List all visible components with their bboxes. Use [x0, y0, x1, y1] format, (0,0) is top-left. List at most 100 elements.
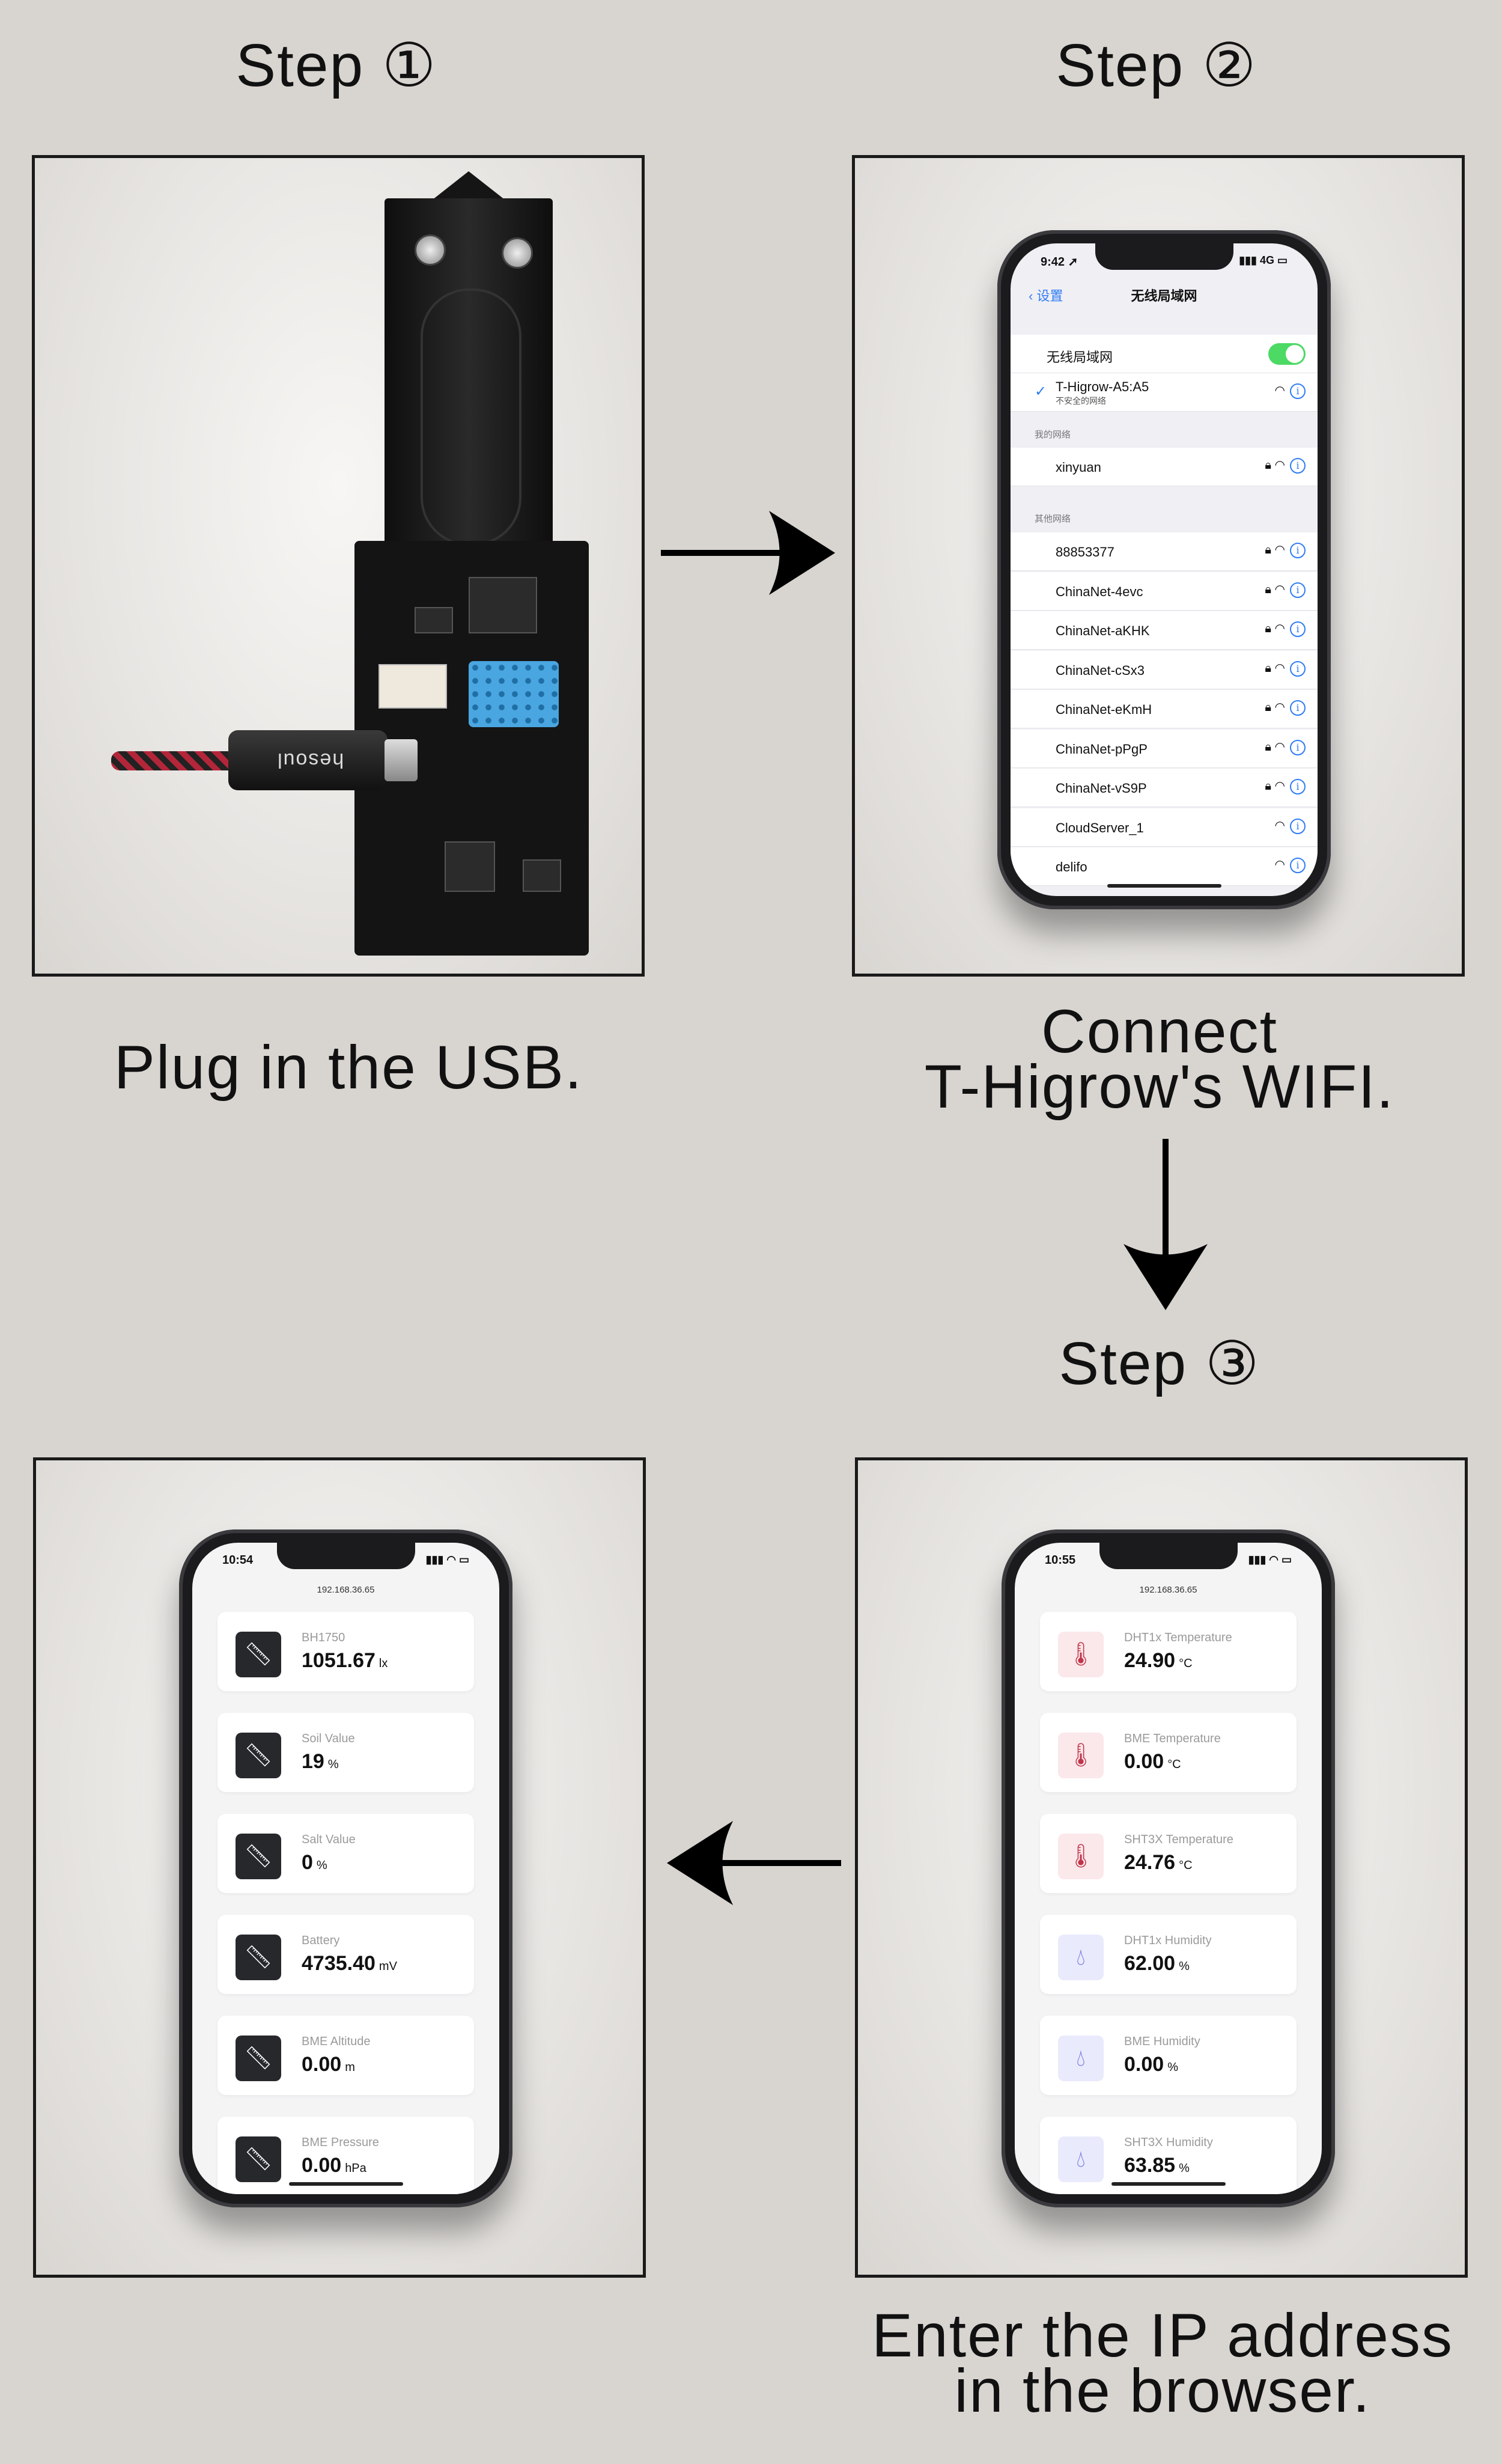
- sensor-label: BME Altitude: [302, 2035, 371, 2048]
- address-bar[interactable]: 192.168.36.65: [1139, 1585, 1197, 1595]
- caption-enter-line1: Enter the IP address: [871, 2301, 1453, 2370]
- wifi-network-row[interactable]: ChinaNet-aKHK🔒︎ ◠i: [1011, 611, 1318, 650]
- info-icon[interactable]: i: [1290, 858, 1306, 873]
- wifi-network-row[interactable]: CloudServer_1◠i: [1011, 808, 1318, 847]
- network-name: ChinaNet-cSx3: [1056, 662, 1145, 678]
- sensor-label: Soil Value: [302, 1732, 355, 1745]
- sensor-unit: %: [316, 1859, 327, 1872]
- sensor-value-group: 19%: [302, 1750, 339, 1773]
- sensor-unit: °C: [1179, 1657, 1193, 1670]
- wifi-network-row[interactable]: ChinaNet-pPgP🔒︎ ◠i: [1011, 729, 1318, 768]
- sensor-value-group: 0%: [302, 1851, 327, 1874]
- wifi-icon: ◠: [1274, 543, 1285, 557]
- wifi-icon: ◠: [1274, 740, 1285, 754]
- sensor-value: 0.00: [1124, 2053, 1164, 2076]
- sensor-value-group: 63.85%: [1124, 2154, 1190, 2177]
- info-icon[interactable]: i: [1290, 779, 1306, 794]
- droplet-icon: 💧︎: [1058, 2036, 1104, 2081]
- info-icon[interactable]: i: [1290, 543, 1306, 558]
- wifi-icon: ◠: [1274, 819, 1285, 832]
- sensor-value: 0.00: [1124, 1750, 1164, 1773]
- sensor-value: 19: [302, 1750, 324, 1773]
- wifi-network-row[interactable]: ChinaNet-vS9P🔒︎ ◠i: [1011, 769, 1318, 807]
- sensor-value: 62.00: [1124, 1952, 1176, 1975]
- arrow-down: [1123, 1139, 1208, 1310]
- arrow-left: [667, 1821, 841, 1905]
- home-indicator: [1107, 884, 1221, 888]
- sensor-value: 4735.40: [302, 1952, 376, 1975]
- info-icon[interactable]: i: [1290, 621, 1306, 637]
- wifi-network-row[interactable]: 88853377🔒︎ ◠i: [1011, 532, 1318, 571]
- step-1-title: Step ①: [236, 32, 437, 99]
- status-bar: 10:54 ▮▮▮ ◠ ▭: [216, 1552, 475, 1570]
- ruler-icon: 📏︎: [236, 1935, 281, 1980]
- address-bar[interactable]: 192.168.36.65: [317, 1585, 375, 1595]
- wifi-toggle-row[interactable]: 无线局域网: [1011, 335, 1318, 373]
- sensor-unit: mV: [379, 1960, 397, 1973]
- status-time: 9:42 ➚: [1041, 255, 1078, 269]
- sensor-unit: %: [1179, 2162, 1190, 2175]
- screw: [502, 237, 533, 269]
- jst-connector: [379, 664, 447, 709]
- thermometer-icon: 🌡︎: [1058, 1733, 1104, 1778]
- info-icon[interactable]: i: [1290, 582, 1306, 598]
- ruler-icon: 📏︎: [236, 2136, 281, 2182]
- caption-enter-ip: Enter the IP address in the browser.: [838, 2301, 1487, 2421]
- step-3-title: Step ③: [1059, 1330, 1260, 1397]
- wifi-network-row[interactable]: ChinaNet-cSx3🔒︎ ◠i: [1011, 650, 1318, 689]
- network-name: xinyuan: [1056, 460, 1101, 475]
- wifi-network-row[interactable]: ChinaNet-4evc🔒︎ ◠i: [1011, 572, 1318, 611]
- info-icon[interactable]: i: [1290, 818, 1306, 834]
- wifi-network-row[interactable]: ChinaNet-eKmH🔒︎ ◠i: [1011, 690, 1318, 728]
- chip: [469, 577, 537, 633]
- sensor-value: 63.85: [1124, 2154, 1176, 2177]
- sensor-label: DHT1x Humidity: [1124, 1934, 1212, 1947]
- sensor-label: BME Temperature: [1124, 1732, 1221, 1745]
- wifi-connected-row[interactable]: ✓ T-Higrow-A5:A5 不安全的网络 ◠i: [1011, 373, 1318, 412]
- wifi-icon: ◠: [1274, 582, 1285, 596]
- phone-notch: [1095, 243, 1233, 270]
- wifi-icon: ◠: [1274, 459, 1285, 472]
- info-icon[interactable]: i: [1290, 383, 1306, 399]
- sensor-value-group: 0.00°C: [1124, 1750, 1181, 1773]
- network-type: 4G: [1259, 254, 1274, 266]
- network-name: ChinaNet-vS9P: [1056, 781, 1147, 796]
- info-icon[interactable]: i: [1290, 739, 1306, 755]
- sensor-unit: %: [1167, 2061, 1178, 2074]
- info-icon[interactable]: i: [1290, 660, 1306, 677]
- wifi-toggle-label: 无线局域网: [1047, 350, 1113, 365]
- sensor-unit: %: [327, 1758, 339, 1771]
- network-name: ChinaNet-pPgP: [1056, 741, 1148, 757]
- wifi-toggle[interactable]: [1268, 343, 1306, 365]
- back-button[interactable]: ‹ 设置: [1029, 285, 1063, 305]
- caption-connect-line1: Connect: [1041, 997, 1278, 1066]
- wifi-icon: ◠: [1274, 622, 1285, 635]
- back-label: 设置: [1036, 288, 1063, 303]
- usb-brand-label: hesoul: [276, 749, 344, 772]
- wifi-network-row[interactable]: delifo ◠ i: [1011, 847, 1318, 886]
- status-bar: 10:55 ▮▮▮ ◠ ▭: [1039, 1552, 1298, 1570]
- sensor-value: 1051.67: [302, 1649, 376, 1672]
- network-name: ChinaNet-4evc: [1056, 584, 1143, 599]
- wifi-settings-screen: 9:42 ➚ ▮▮▮ 4G ▭ ‹ 设置 无线局域网 无线局域网 ✓ T-Hig…: [1011, 243, 1318, 896]
- wifi-icon: ◠: [1274, 384, 1285, 397]
- sensor-value: 0.00: [302, 2154, 342, 2177]
- ruler-icon: 📏︎: [236, 2036, 281, 2081]
- usb-c-tip: [385, 739, 418, 781]
- network-subtitle: 不安全的网络: [1056, 396, 1106, 406]
- thermometer-icon: 🌡︎: [1058, 1632, 1104, 1677]
- network-name: delifo: [1056, 859, 1087, 874]
- home-indicator: [1111, 2182, 1226, 2186]
- wifi-icon: ◠: [1274, 858, 1285, 871]
- sensor-label: BME Pressure: [302, 2136, 379, 2149]
- wifi-network-row[interactable]: xinyuan 🔒︎ ◠i: [1011, 448, 1318, 486]
- info-icon[interactable]: i: [1290, 700, 1306, 716]
- info-icon[interactable]: i: [1290, 458, 1306, 474]
